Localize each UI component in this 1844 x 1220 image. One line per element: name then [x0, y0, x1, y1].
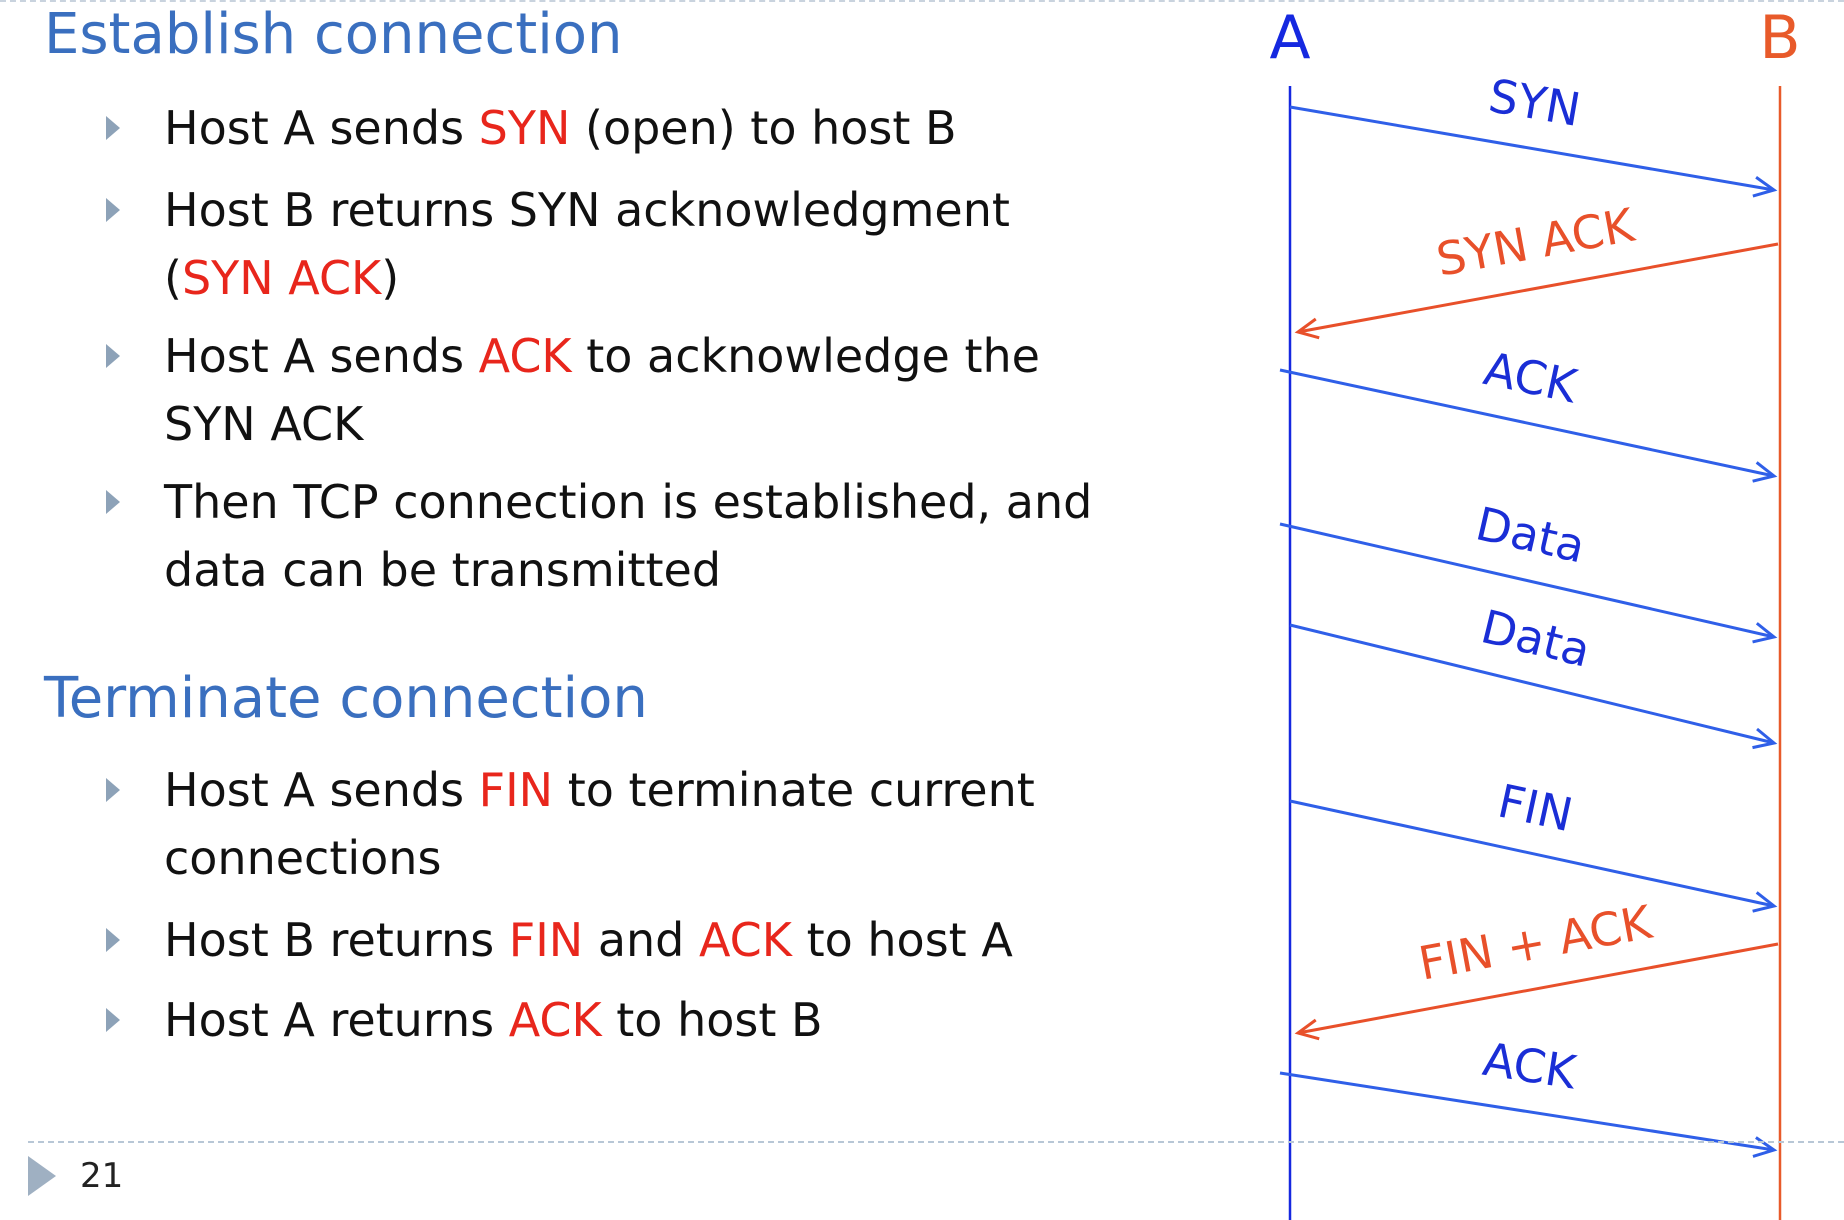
message-label: Data [1471, 496, 1590, 573]
bullet-item: Host B returns FIN and ACK to host A [164, 906, 1013, 974]
bullet-triangle-icon [106, 1008, 120, 1032]
arrowhead-icon [1294, 317, 1320, 340]
highlighted-term: SYN ACK [181, 251, 382, 305]
bullet-text-segment: Host B returns SYN acknowledgment [164, 183, 1010, 237]
bullet-text-segment: Then TCP connection is established, and [164, 475, 1093, 529]
arrowhead-icon [1294, 1018, 1320, 1041]
arrow-line [1297, 942, 1779, 1035]
arrowhead-icon [1752, 461, 1778, 483]
bullet-text-segment: Host A sends [164, 763, 479, 817]
message-arrow-ack: ACK [1279, 1032, 1778, 1158]
message-arrow-syn: SYN [1289, 68, 1778, 198]
bullet-triangle-icon [106, 198, 120, 222]
host-label-a: A [1269, 3, 1310, 73]
heading-establish-connection: Establish connection [44, 2, 623, 67]
arrow-line [1279, 522, 1775, 639]
bullet-text-segment: SYN ACK [164, 397, 364, 451]
bullet-text-segment: Host A returns [164, 993, 509, 1047]
arrow-line [1279, 368, 1775, 478]
arrowhead-icon [1752, 891, 1778, 913]
bullet-triangle-icon [106, 116, 120, 140]
arrow-line [1289, 799, 1775, 908]
bullet-text-segment: connections [164, 831, 442, 885]
bullet-triangle-icon [106, 778, 120, 802]
highlighted-term: SYN [478, 101, 571, 155]
bullet-text-segment: to host B [601, 993, 823, 1047]
arrow-line [1289, 105, 1775, 192]
heading-terminate-connection: Terminate connection [44, 666, 648, 731]
bullet-triangle-icon [106, 490, 120, 514]
highlighted-term: ACK [478, 329, 572, 383]
bullet-text-segment: Host B returns [164, 913, 509, 967]
arrow-line [1297, 242, 1779, 334]
bullet-text-segment: Host A sends [164, 101, 479, 155]
bullet-text-segment: data can be transmitted [164, 543, 722, 597]
message-arrow-fin: FIN [1289, 774, 1778, 913]
message-arrow-syn-ack: SYN ACK [1294, 197, 1779, 340]
message-label: FIN + ACK [1415, 894, 1658, 990]
bullet-text-segment: and [583, 913, 700, 967]
bullet-text-segment: to terminate current [553, 763, 1035, 817]
arrowhead-icon [1752, 622, 1778, 644]
bullet-item: Host A sends SYN (open) to host B [164, 94, 957, 162]
message-arrow-ack: ACK [1279, 341, 1778, 483]
arrowhead-icon [1752, 175, 1778, 198]
footer-divider [28, 1141, 1844, 1143]
bullet-text-segment: (open) to host B [570, 101, 957, 155]
page-number: 21 [80, 1156, 124, 1196]
bullet-text-segment: ) [381, 251, 400, 305]
arrowhead-icon [1752, 727, 1778, 750]
highlighted-term: ACK [699, 913, 792, 967]
bullet-item: Then TCP connection is established, and d… [164, 468, 1092, 604]
message-arrow-fin-ack: FIN + ACK [1294, 894, 1779, 1041]
host-label-b: B [1759, 3, 1800, 73]
message-label: FIN [1493, 774, 1577, 843]
bullet-text-segment: ( [164, 251, 182, 305]
bullet-item: Host B returns SYN acknowledgment (SYN AC… [164, 176, 1010, 312]
bullet-item: Host A returns ACK to host B [164, 986, 823, 1054]
message-label: SYN ACK [1432, 197, 1640, 286]
top-divider [0, 0, 1844, 2]
bullet-text-segment: Host A sends [164, 329, 479, 383]
bullet-text-segment: to host A [791, 913, 1013, 967]
message-label: Data [1476, 599, 1596, 677]
message-label: SYN [1485, 68, 1585, 137]
arrow-line [1289, 623, 1775, 745]
highlighted-term: FIN [478, 763, 554, 817]
arrow-line [1279, 1071, 1775, 1152]
bullet-triangle-icon [106, 344, 120, 368]
bullet-text-segment: to acknowledge the [571, 329, 1040, 383]
message-label: ACK [1479, 341, 1583, 414]
footer-triangle-icon [28, 1156, 56, 1196]
highlighted-term: FIN [508, 913, 584, 967]
bullet-item: Host A sends FIN to terminate current con… [164, 756, 1035, 892]
message-label: ACK [1479, 1032, 1581, 1100]
highlighted-term: ACK [508, 993, 602, 1047]
bullet-triangle-icon [106, 928, 120, 952]
